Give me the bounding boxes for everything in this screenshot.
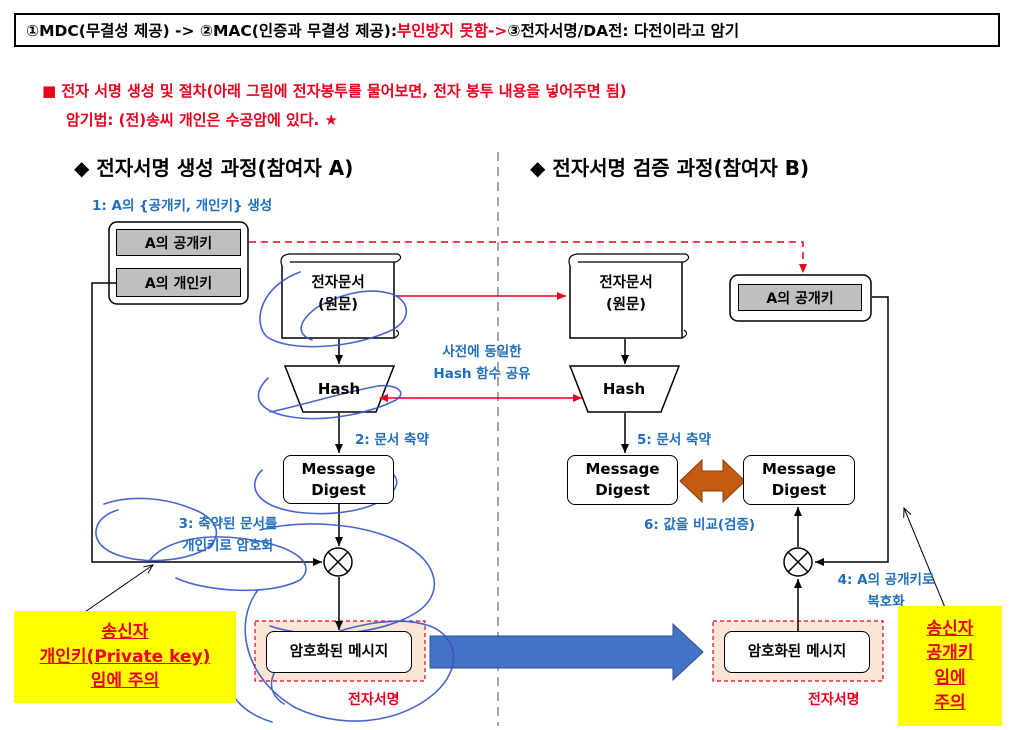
right-digest2-line2: Digest (771, 481, 827, 499)
title-part-nonrepudiation: 부인방지 못함-> (397, 22, 508, 40)
left-hash-label: Hash (317, 380, 361, 398)
public-note-line1: 송신자 (926, 618, 974, 639)
right-decrypt-operator (783, 547, 813, 577)
private-note-line3: 임에 주의 (90, 671, 160, 692)
left-encrypt-operator (323, 547, 353, 577)
left-digest-line2: Digest (311, 480, 366, 499)
left-document-subtitle: (원문) (318, 297, 358, 314)
left-private-key-box: A의 개인키 (116, 268, 241, 297)
step3-label: 3: 축약된 문서를 개인키로 암호화 (152, 514, 304, 557)
step3-line2: 개인키로 암호화 (182, 537, 274, 554)
shared-hash-line1: 사전에 동일한 (442, 344, 522, 360)
right-digest1-line1: Message (585, 460, 660, 478)
step1-label: 1: A의 {공개키, 개인키} 생성 (92, 198, 273, 214)
left-document-scroll (280, 253, 402, 339)
right-document-scroll (568, 253, 690, 339)
left-document-label: 전자문서 (원문) (288, 272, 388, 317)
right-digest1-line2: Digest (595, 481, 650, 499)
left-message-digest-box: Message Digest (283, 455, 394, 504)
step3-line1: 3: 축약된 문서를 (178, 516, 278, 532)
right-document-title: 전자문서 (599, 275, 653, 291)
private-note-line2: 개인키(Private key) (39, 646, 211, 667)
step2-label: 2: 문서 축약 (355, 432, 429, 448)
left-hash-shape (283, 365, 396, 413)
heading-signature-verification: ◆ 전자서명 검증 과정(참여자 B) (530, 156, 810, 180)
public-note-line2: 공개키 (926, 643, 974, 664)
sender-private-key-note: 송신자 개인키(Private key) 임에 주의 (14, 611, 236, 703)
left-encrypted-message-box: 암호화된 메시지 (266, 631, 412, 673)
public-note-line3: 임에 (934, 668, 966, 688)
left-document-title: 전자문서 (311, 275, 365, 291)
section-heading: ■ 전자 서명 생성 및 절차(아래 그림에 전자봉투를 물어보면, 전자 봉투… (42, 82, 627, 100)
arrow-private-key-to-operator (91, 282, 322, 566)
left-signature-label: 전자서명 (348, 692, 400, 708)
title-part-signature: ③전자서명/DA전: 다전이라고 암기 (507, 22, 740, 40)
right-signature-label: 전자서명 (808, 692, 860, 708)
right-encrypted-message-box: 암호화된 메시지 (724, 631, 870, 673)
left-digest-line1: Message (301, 459, 376, 478)
heading-signature-creation: ◆ 전자서명 생성 과정(참여자 A) (74, 156, 354, 180)
pointer-private-note (81, 565, 153, 615)
right-digest2-line1: Message (762, 460, 836, 478)
step6-label: 6: 값을 비교(검증) (644, 517, 756, 533)
right-public-key-box: A의 공개키 (738, 284, 862, 311)
step4-line1: 4: A의 공개키로 (837, 572, 935, 588)
private-note-line1: 송신자 (101, 622, 149, 643)
right-message-digest-box: Message Digest (567, 455, 678, 505)
mnemonic-line: 암기법: (전)송씨 개인은 수공암에 있다. ★ (66, 111, 338, 129)
arrow-compare-digests (679, 458, 746, 504)
title-banner: ①MDC(무결성 제공) -> ②MAC(인증과 무결성 제공): 부인방지 못… (14, 13, 1000, 47)
shared-hash-label: 사전에 동일한 Hash 함수 공유 (414, 342, 550, 385)
title-part-mdc-mac: ①MDC(무결성 제공) -> ②MAC(인증과 무결성 제공): (26, 22, 398, 40)
step4-line2: 복호화 (867, 593, 905, 610)
left-public-key-box: A의 공개키 (116, 229, 241, 256)
arrow-public-key-distribution (249, 241, 807, 273)
arrow-signature-transfer (429, 622, 704, 682)
right-document-subtitle: (원문) (606, 297, 646, 314)
right-document-label: 전자문서 (원문) (576, 272, 676, 317)
right-hash-shape (568, 365, 681, 413)
right-hash-label: Hash (602, 380, 646, 398)
sender-public-key-note: 송신자 공개키 임에 주의 (898, 606, 1002, 726)
shared-hash-line2: Hash 함수 공유 (433, 365, 531, 382)
decrypted-message-digest-box: Message Digest (743, 455, 855, 505)
step4-label: 4: A의 공개키로 복호화 (818, 570, 954, 613)
step5-label: 5: 문서 축약 (637, 432, 711, 448)
arrow-public-key-to-operator (815, 296, 889, 566)
public-note-line4: 주의 (934, 692, 966, 713)
pointer-public-note (904, 508, 947, 611)
